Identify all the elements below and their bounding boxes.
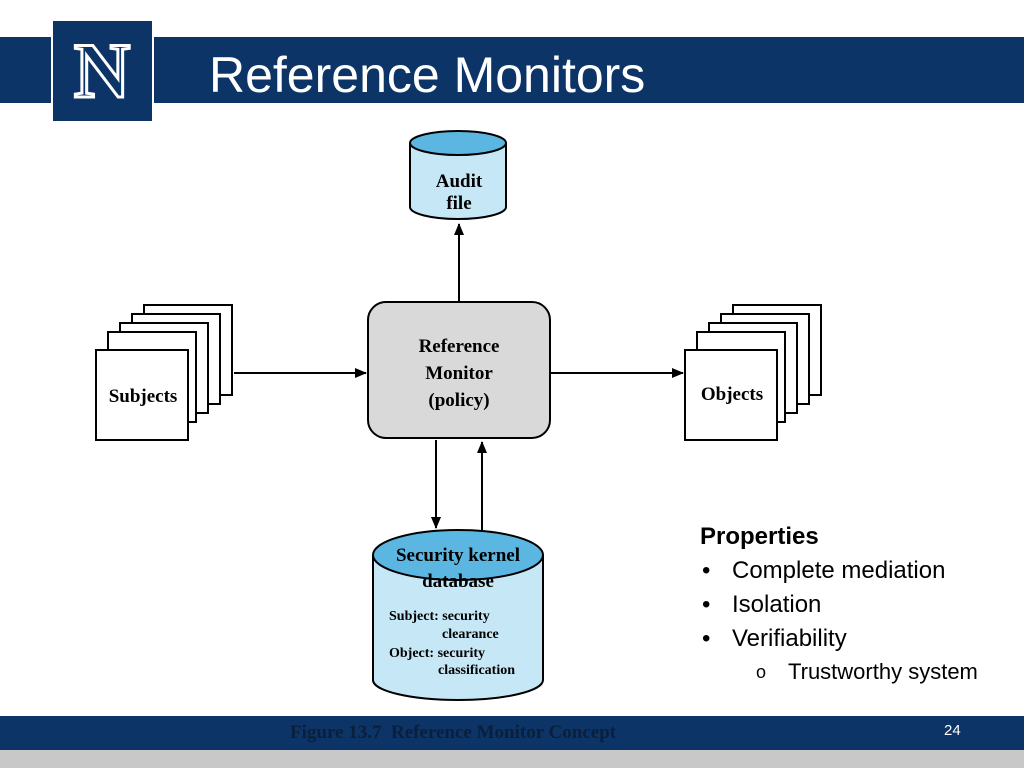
reference-monitor-label-line1: Reference xyxy=(419,336,500,357)
audit-file-cylinder: Audit file xyxy=(409,130,507,220)
property-complete-mediation: •Complete mediation xyxy=(700,554,1015,588)
bullet-icon: • xyxy=(702,591,711,618)
page-number: 24 xyxy=(944,722,961,739)
security-db-object-line1: Object: security xyxy=(389,646,485,661)
security-db-title-line1: Security kernel xyxy=(396,545,520,566)
reference-monitor-label-line3: (policy) xyxy=(428,390,489,411)
university-logo: N xyxy=(51,19,154,123)
security-db-object-line2: classification xyxy=(438,663,515,678)
security-db-subject-line1: Subject: security xyxy=(389,609,490,624)
audit-file-label-line1: Audit xyxy=(436,171,483,192)
sub-bullet-icon: o xyxy=(756,662,767,682)
title-bar xyxy=(0,37,1024,103)
footer-strip xyxy=(0,750,1024,768)
logo-letter: N xyxy=(74,27,130,114)
figure-caption: Figure 13.7 Reference Monitor Concept xyxy=(290,722,617,743)
security-db-title-line2: database xyxy=(422,571,494,592)
security-db-subject-line2: clearance xyxy=(442,627,499,642)
reference-monitor-box: Reference Monitor (policy) xyxy=(367,301,551,439)
bullet-icon: • xyxy=(702,557,711,584)
security-kernel-database-cylinder: Security kernel database Subject: securi… xyxy=(372,529,544,701)
objects-label: Objects xyxy=(701,384,763,405)
slide-title: Reference Monitors xyxy=(209,47,646,103)
audit-file-label-line2: file xyxy=(446,193,471,214)
subjects-stack xyxy=(95,304,233,441)
footer-bar xyxy=(0,716,1024,750)
bullet-icon: • xyxy=(702,625,711,652)
diagram-arrows xyxy=(234,223,684,530)
reference-monitor-label-line2: Monitor xyxy=(425,363,493,384)
n-logo-icon: N xyxy=(72,26,131,116)
properties-heading: Properties xyxy=(700,523,819,550)
subjects-label: Subjects xyxy=(109,386,178,407)
properties-list: Properties •Complete mediation •Isolatio… xyxy=(700,520,1015,688)
objects-stack xyxy=(684,304,822,441)
reference-monitor-diagram: Audit file Reference Monitor (policy) Su… xyxy=(95,130,822,701)
property-isolation: •Isolation xyxy=(700,588,1015,622)
property-verifiability: •Verifiability xyxy=(700,622,1015,656)
